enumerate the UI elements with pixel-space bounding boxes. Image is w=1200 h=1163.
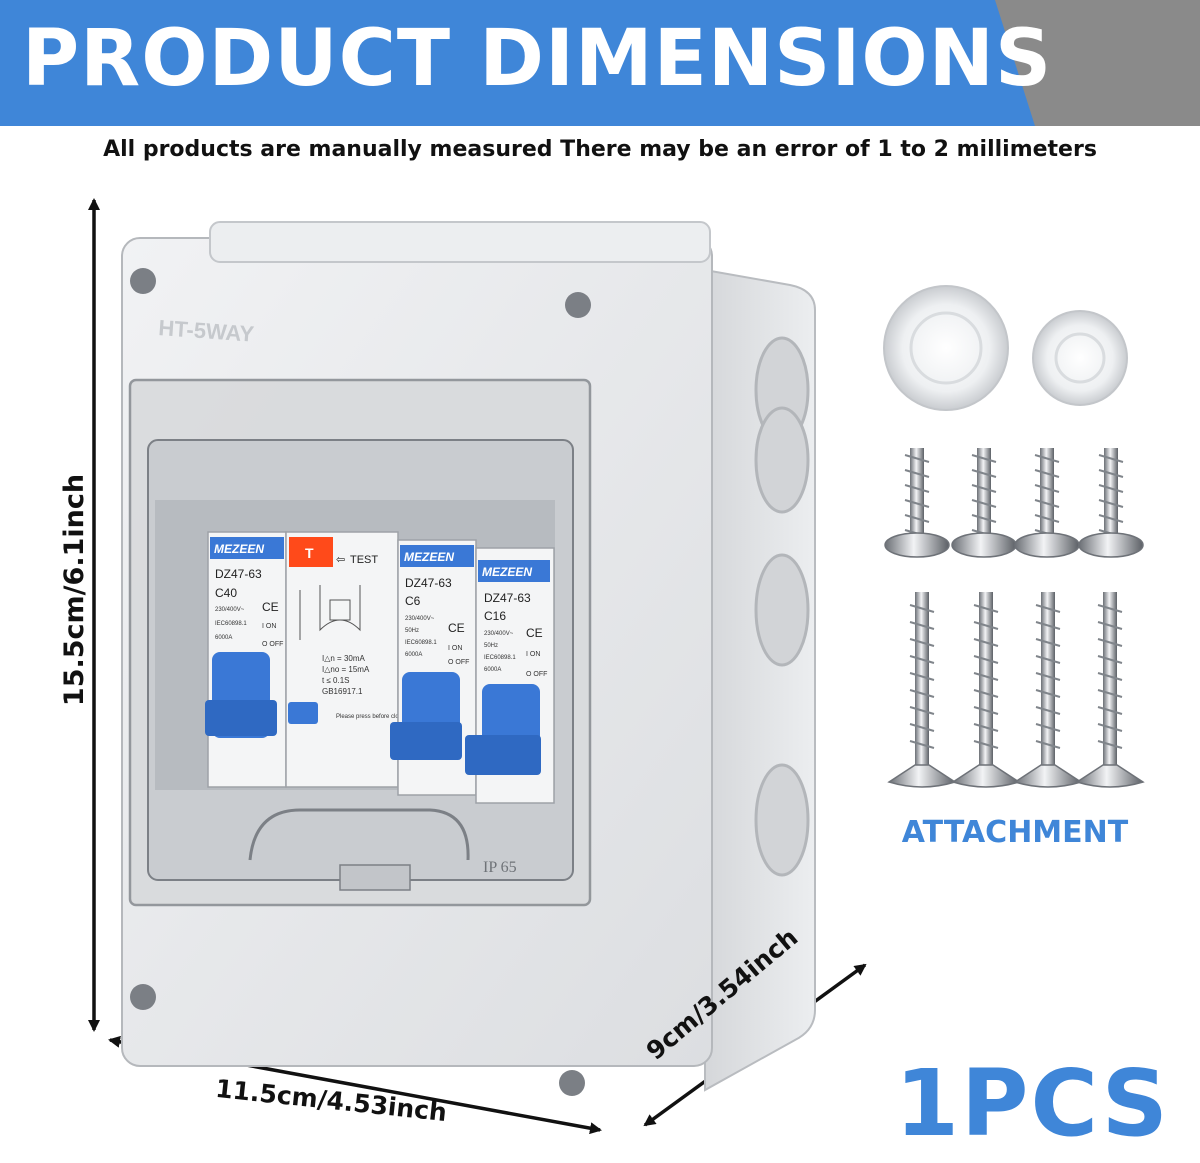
rcd-small-toggle[interactable] xyxy=(288,702,318,724)
short-screw-2 xyxy=(951,448,1017,558)
rcd-line2: I△no = 15mA xyxy=(322,665,370,674)
breaker-3-ce: CE xyxy=(526,626,543,640)
breaker-3: MEZEEN DZ47-63 C16 230/400V~ 50Hz IEC608… xyxy=(465,547,555,804)
cover-latch[interactable] xyxy=(339,864,411,891)
banner-background xyxy=(0,0,1200,126)
corner-screw-tl xyxy=(130,268,156,294)
measurement-note: All products are manually measured There… xyxy=(103,137,1097,162)
breaker-3-spec2: 50Hz xyxy=(484,643,498,649)
breaker-3-on: I ON xyxy=(526,651,540,658)
breaker-2: MEZEEN DZ47-63 C6 230/400V~ 50Hz IEC6089… xyxy=(390,539,477,796)
breaker-2-on: I ON xyxy=(448,645,462,652)
corner-screw-bl xyxy=(130,984,156,1010)
knockout-2 xyxy=(754,406,810,514)
breaker-3-model: DZ47-63 xyxy=(484,591,531,605)
breaker-3-spec1: 230/400V~ xyxy=(484,631,514,637)
short-screw-3 xyxy=(1014,448,1080,558)
rcd-line4: GB16917.1 xyxy=(322,687,363,696)
header-banner: PRODUCT DIMENSIONS xyxy=(0,0,1200,126)
page-title: PRODUCT DIMENSIONS xyxy=(22,14,1053,104)
breaker-1-off: O OFF xyxy=(262,641,283,648)
test-button[interactable] xyxy=(289,537,333,567)
breaker-rcd: T TEST ⇦ I△n = 30mA I△no = 15mA t ≤ 0.1S… xyxy=(285,531,410,788)
large-grommet-cap xyxy=(883,285,1009,411)
breaker-1-on: I ON xyxy=(262,623,276,630)
breaker-2-brand: MEZEEN xyxy=(404,550,454,564)
rcd-note: Please press before closing xyxy=(336,714,410,720)
breaker-2-spec3: IEC60898.1 xyxy=(405,640,437,646)
short-screw-4 xyxy=(1078,448,1144,558)
breaker-2-spec1: 230/400V~ xyxy=(405,616,435,622)
breaker-2-ce: CE xyxy=(448,621,465,635)
short-screw-1 xyxy=(884,448,950,558)
test-arrow-icon: ⇦ xyxy=(336,554,345,566)
breaker-1-ce: CE xyxy=(262,600,279,614)
breaker-3-off: O OFF xyxy=(526,671,547,678)
breaker-2-spec4: 6000A xyxy=(405,652,422,658)
rcd-schematic xyxy=(299,585,361,640)
breaker-2-rating: C6 xyxy=(405,594,421,608)
breaker-1-spec3: 6000A xyxy=(215,635,232,641)
knockout-4 xyxy=(754,763,810,877)
corner-screw-tr xyxy=(565,292,591,318)
breaker-2-off: O OFF xyxy=(448,659,469,666)
long-screw-2 xyxy=(951,592,1021,788)
corner-screw-br xyxy=(559,1070,585,1096)
quantity-label: 1PCS xyxy=(895,1050,1170,1157)
breaker-3-spec4: 6000A xyxy=(484,667,501,673)
box-top-lip xyxy=(209,221,711,263)
rcd-line1: I△n = 30mA xyxy=(322,654,366,663)
breaker-3-spec3: IEC60898.1 xyxy=(484,655,516,661)
attachment-label: ATTACHMENT xyxy=(901,815,1129,850)
breaker-2-spec2: 50Hz xyxy=(405,628,419,634)
height-dimension: 15.5cm/6.1inch xyxy=(59,473,90,707)
test-button-mark: T xyxy=(305,545,314,561)
long-screw-3 xyxy=(1013,592,1083,788)
long-screw-1 xyxy=(887,592,957,788)
breaker-1-model: DZ47-63 xyxy=(215,567,262,581)
breaker-3-rating: C16 xyxy=(484,609,506,623)
test-label: TEST xyxy=(350,554,378,566)
breaker-1-rating: C40 xyxy=(215,586,237,600)
breaker-3-brand: MEZEEN xyxy=(482,565,532,579)
breaker-1-spec1: 230/400V~ xyxy=(215,607,245,613)
banner-blue-panel xyxy=(0,0,1035,126)
ip-rating: IP 65 xyxy=(483,859,517,876)
breaker-1-brand: MEZEEN xyxy=(214,542,264,556)
knockout-3 xyxy=(754,553,810,667)
small-grommet-cap xyxy=(1032,310,1128,406)
breaker-1: MEZEEN DZ47-63 C40 230/400V~ CE IEC60898… xyxy=(205,531,287,788)
rcd-line3: t ≤ 0.1S xyxy=(322,676,350,685)
breaker-2-model: DZ47-63 xyxy=(405,576,452,590)
breaker-1-spec2: IEC60898.1 xyxy=(215,621,247,627)
cover-handle[interactable] xyxy=(248,808,470,861)
long-screw-4 xyxy=(1075,592,1145,788)
